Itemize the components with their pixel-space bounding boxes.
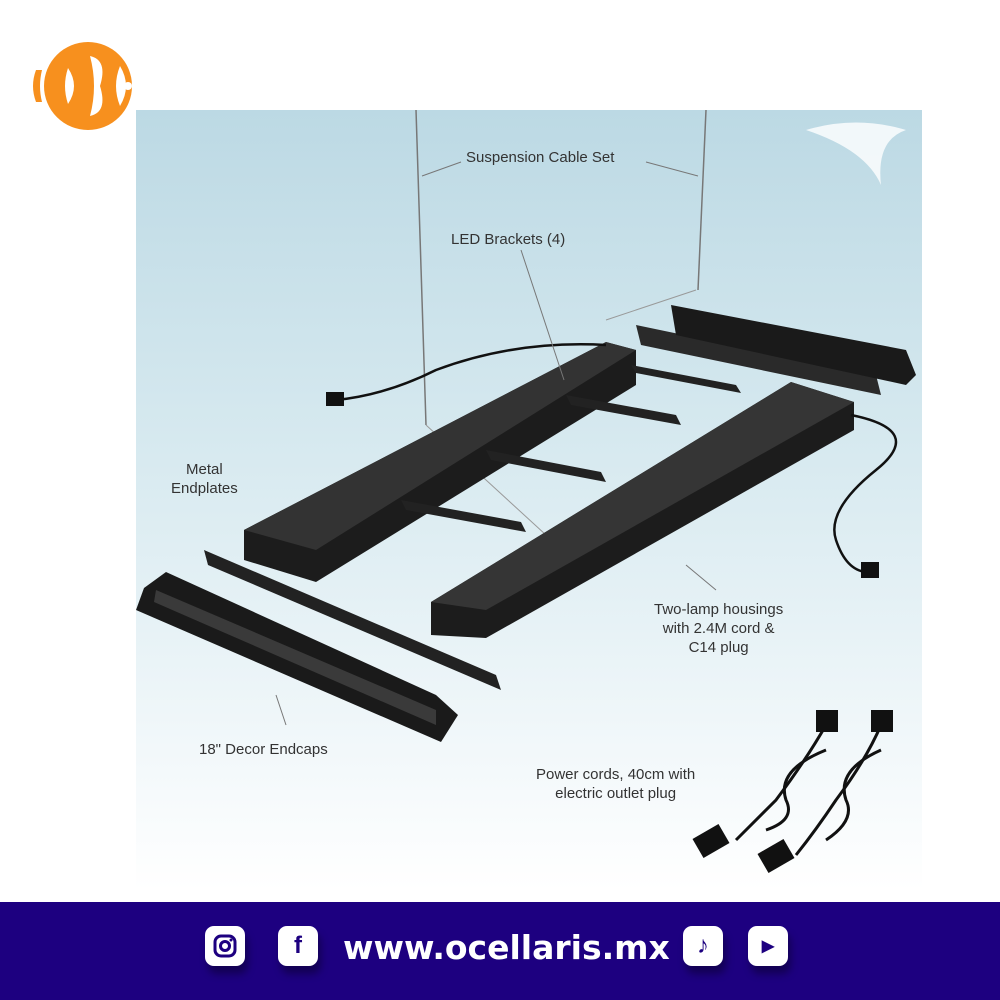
ocellaris-logo[interactable] (28, 40, 138, 132)
youtube-icon[interactable]: ▶ (748, 926, 788, 966)
label-two-lamp-housings: Two-lamp housings with 2.4M cord & C14 p… (654, 600, 783, 657)
label-line: Metal (186, 461, 223, 478)
instagram-icon[interactable] (205, 926, 245, 966)
label-line: C14 plug (688, 639, 749, 656)
label-line: Power cords, 40cm with (536, 766, 696, 783)
label-metal-endplates: Metal Endplates (171, 460, 238, 498)
footer-bar (0, 902, 1000, 1000)
watermark-icon (806, 122, 906, 185)
label-line: electric outlet plug (555, 785, 677, 802)
power-cords (734, 724, 883, 856)
website-link[interactable]: www.ocellaris.mx (343, 928, 670, 967)
label-suspension-cable-set: Suspension Cable Set (466, 149, 615, 166)
label-power-cords: Power cords, 40cm with electric outlet p… (536, 765, 695, 803)
label-decor-endcaps: 18" Decor Endcaps (199, 741, 328, 758)
label-led-brackets: LED Brackets (4) (451, 231, 566, 248)
facebook-icon[interactable]: f (278, 926, 318, 966)
youtube-glyph: ▶ (761, 938, 775, 955)
product-diagram: Suspension Cable Set LED Brackets (4) Me… (136, 110, 922, 890)
tiktok-glyph: ♪ (697, 932, 709, 959)
metal-endplate (204, 550, 501, 690)
label-line: with 2.4M cord & (662, 620, 775, 637)
label-line: Endplates (171, 480, 238, 497)
tiktok-icon[interactable]: ♪ (683, 926, 723, 966)
label-line: Two-lamp housings (654, 601, 784, 618)
facebook-glyph: f (294, 932, 302, 959)
